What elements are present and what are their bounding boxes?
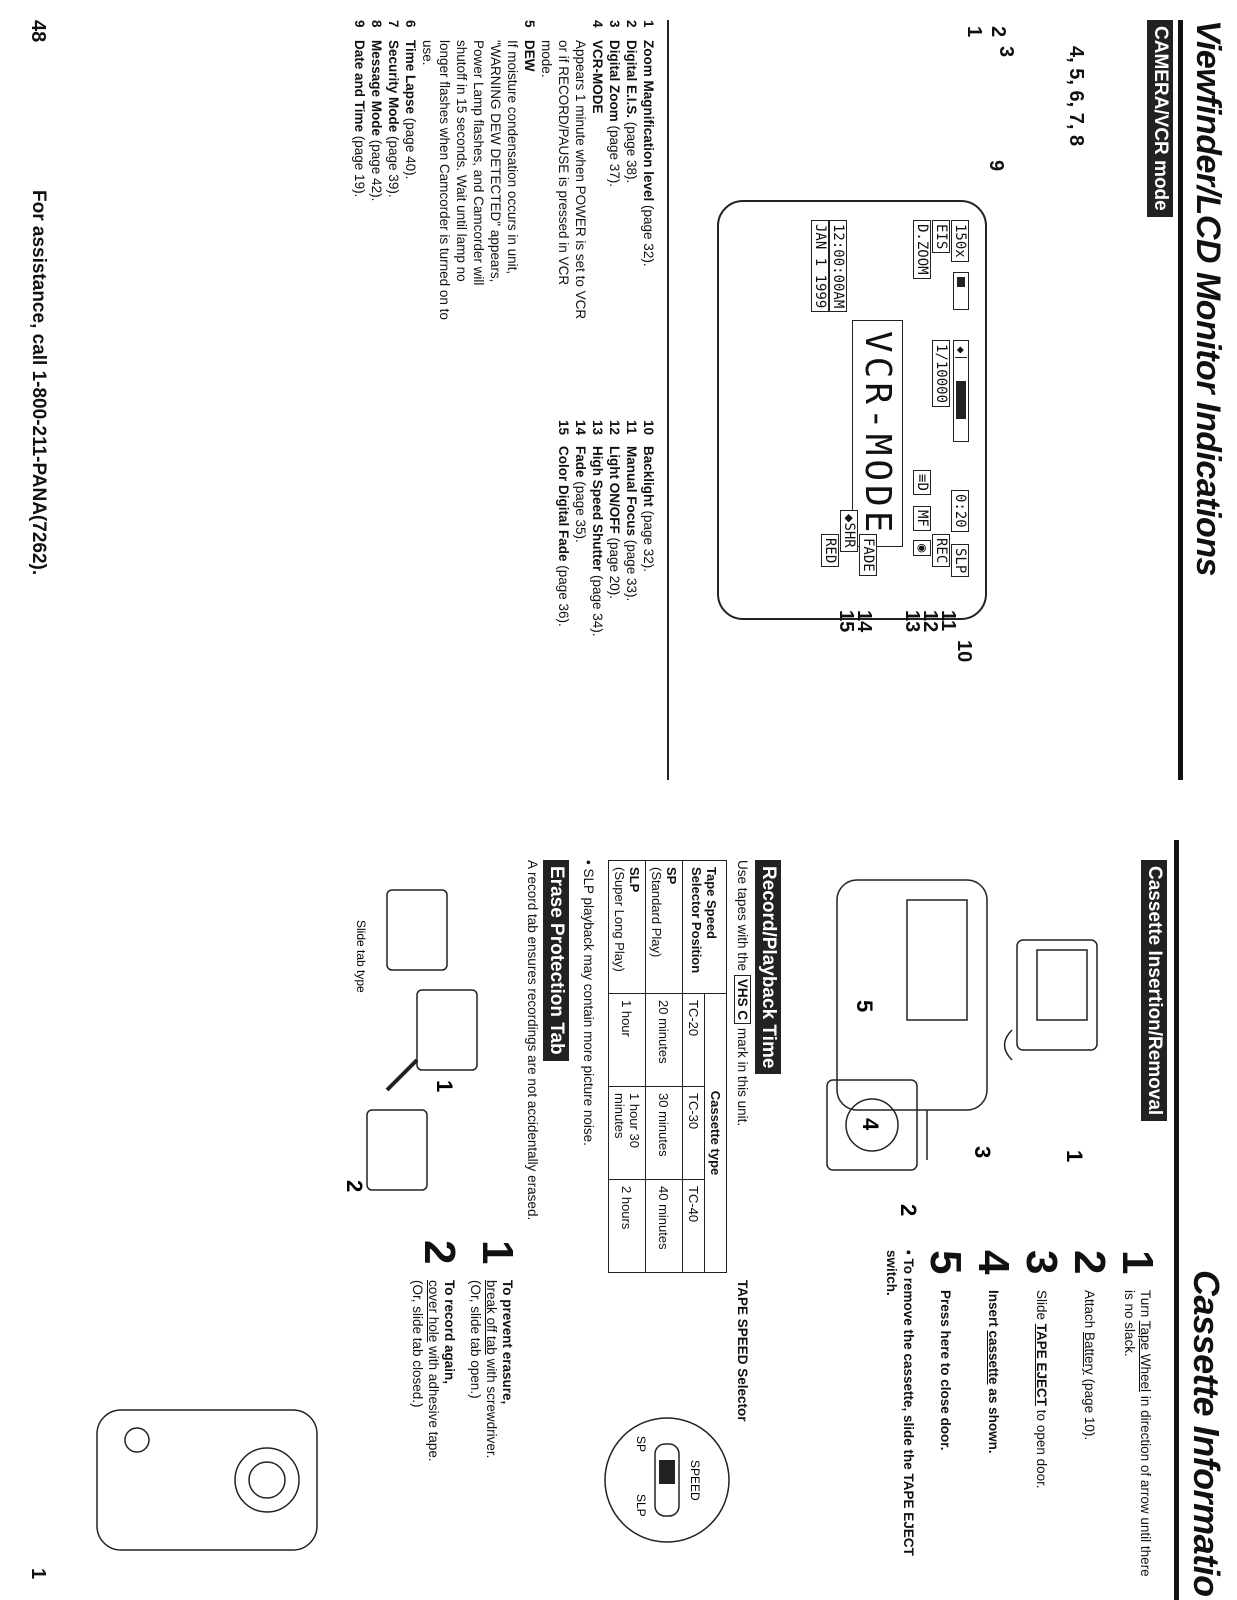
table-header-cassette-type: Cassette type bbox=[704, 993, 727, 1273]
eis-indicator: EIS bbox=[932, 220, 950, 254]
figure-label-2: 2 bbox=[896, 1204, 921, 1216]
section-header-insertion: Cassette Insertion/Removal bbox=[1141, 860, 1167, 1122]
table-row: SLP(Super Long Play) 1 hour 1 hour 30 mi… bbox=[608, 860, 646, 1273]
callout-1: 1 bbox=[963, 26, 985, 38]
figure-label-5: 5 bbox=[852, 1000, 877, 1012]
slp-noise-note: • SLP playback may contain more picture … bbox=[581, 860, 596, 1146]
tape-time-indicator: 0:20 bbox=[951, 490, 969, 532]
callout-15: 15 bbox=[835, 610, 857, 633]
clock-date-display: JAN 1 1999 bbox=[811, 220, 829, 313]
slp-indicator: SLP bbox=[951, 544, 969, 578]
title-rule-right bbox=[1174, 840, 1179, 1600]
table-col-tc30: TC-30 bbox=[682, 1086, 705, 1180]
shr-indicator: ◆SHR bbox=[840, 510, 858, 552]
backlight-indicator: ◉ bbox=[913, 540, 931, 557]
erase-tab-figure: 1 2 Slide tab type bbox=[342, 889, 478, 1192]
section-header-camera-vcr: CAMERA/VCR mode bbox=[1147, 20, 1173, 217]
figure-label-3: 3 bbox=[970, 1146, 995, 1158]
step-item: 3 Slide TAPE EJECT to open door. bbox=[1017, 1250, 1066, 1489]
step-item: 2 Attach Battery (page 10). bbox=[1065, 1250, 1114, 1441]
figure-label-1: 1 bbox=[1062, 1150, 1087, 1162]
step-item: 5 Press here to close door. bbox=[921, 1250, 970, 1451]
callout-10: 10 bbox=[953, 640, 975, 663]
page-number-right: 1 bbox=[27, 1568, 49, 1580]
viewfinder-diagram: 150x EIS D.ZOOM ◆ 1/10000 0:20 SLP REC ≡… bbox=[717, 200, 987, 620]
footer-assistance: For assistance, call 1-800-211-PANA(7262… bbox=[28, 190, 49, 576]
callout-4-8: 4, 5, 6, 7, 8 bbox=[1065, 46, 1087, 147]
erase-figure-label-1: 1 bbox=[432, 1080, 457, 1092]
dzoom-indicator: D.ZOOM bbox=[913, 220, 931, 279]
step-item: 2 To record again,cover hole with adhesi… bbox=[410, 1240, 464, 1462]
table-col-tc20: TC-20 bbox=[682, 993, 705, 1087]
dew-description: If moisture condensation occurs in unit,… bbox=[420, 40, 520, 320]
shutter-bar-indicator: ◆ bbox=[953, 340, 969, 442]
selector-slp-label: SLP bbox=[634, 1494, 648, 1517]
camcorder-selector-location-figure bbox=[96, 1409, 318, 1551]
step-item: 4 Insert cassette as shown. bbox=[969, 1250, 1018, 1454]
page-title-cassette: Cassette Informatio bbox=[1186, 1270, 1227, 1597]
table-row: SP(Standard Play) 20 minutes 30 minutes … bbox=[645, 860, 683, 1273]
camcorder-body-drawing bbox=[836, 879, 988, 1160]
red-indicator: RED bbox=[821, 534, 839, 568]
vcr-mode-display: VCR-MODE bbox=[852, 320, 903, 548]
rec-indicator: REC bbox=[932, 534, 950, 568]
section-header-erase: Erase Protection Tab bbox=[543, 860, 569, 1061]
table-header-selector: Tape Speed Selector Position bbox=[682, 860, 727, 994]
callout-2: 2 bbox=[987, 26, 1009, 38]
page-title-viewfinder: Viewfinder/LCD Monitor Indications bbox=[1189, 20, 1227, 576]
vhs-c-logo: VHS C bbox=[734, 974, 751, 1025]
vcr-mode-description: Appears 1 minute when POWER is set to VC… bbox=[539, 40, 588, 320]
callout-3: 3 bbox=[995, 46, 1017, 58]
remove-cassette-note: • To remove the cassette, slide the TAPE… bbox=[884, 1250, 916, 1556]
step-item: 1 Turn Tape Wheel in direction of arrow … bbox=[1113, 1250, 1162, 1577]
shutter-speed-indicator: 1/10000 bbox=[932, 340, 950, 408]
table-col-tc40: TC-40 bbox=[682, 1179, 705, 1273]
light-indicator: ≡D bbox=[913, 470, 931, 495]
playback-time-table: Tape Speed Selector Position Cassette ty… bbox=[608, 860, 727, 1273]
selector-speed-label: SPEED bbox=[688, 1460, 702, 1501]
cassette-tape-wheel-drawing bbox=[1003, 939, 1098, 1061]
manual-focus-indicator: MF bbox=[913, 506, 931, 531]
playback-intro: Use tapes with the VHS C mark in this un… bbox=[734, 860, 751, 1127]
cassette-insertion-figure: 1 2 3 4 5 bbox=[826, 879, 1098, 1216]
section-header-playback: Record/Playback Time bbox=[755, 860, 781, 1075]
insertion-steps: 1 Turn Tape Wheel in direction of arrow … bbox=[883, 1250, 1162, 1580]
erase-steps: 1 To prevent erasure,break off tab with … bbox=[401, 1240, 522, 1580]
figure-label-4: 4 bbox=[858, 1118, 883, 1131]
zoom-level-indicator: 150x bbox=[951, 220, 969, 262]
title-rule bbox=[1178, 20, 1183, 780]
tape-speed-selector-figure: SPEED SP SLP bbox=[604, 1417, 730, 1543]
zoom-bar-indicator bbox=[953, 272, 969, 310]
fade-indicator: FADE bbox=[859, 534, 877, 576]
clock-time-display: 12:00:00AM bbox=[829, 220, 847, 313]
step-item: 1 To prevent erasure,break off tab with … bbox=[468, 1240, 522, 1459]
erase-figure-label-2: 2 bbox=[342, 1180, 367, 1192]
callout-9: 9 bbox=[985, 160, 1007, 172]
selector-sp-label: SP bbox=[634, 1436, 648, 1452]
divider-left bbox=[667, 20, 669, 780]
erase-intro: A record tab ensures recordings are not … bbox=[525, 860, 540, 1221]
page-number-left: 48 bbox=[27, 20, 49, 43]
callout-13: 13 bbox=[901, 610, 923, 633]
cassette-drawing bbox=[826, 1079, 918, 1171]
slide-tab-type-label: Slide tab type bbox=[354, 920, 368, 993]
